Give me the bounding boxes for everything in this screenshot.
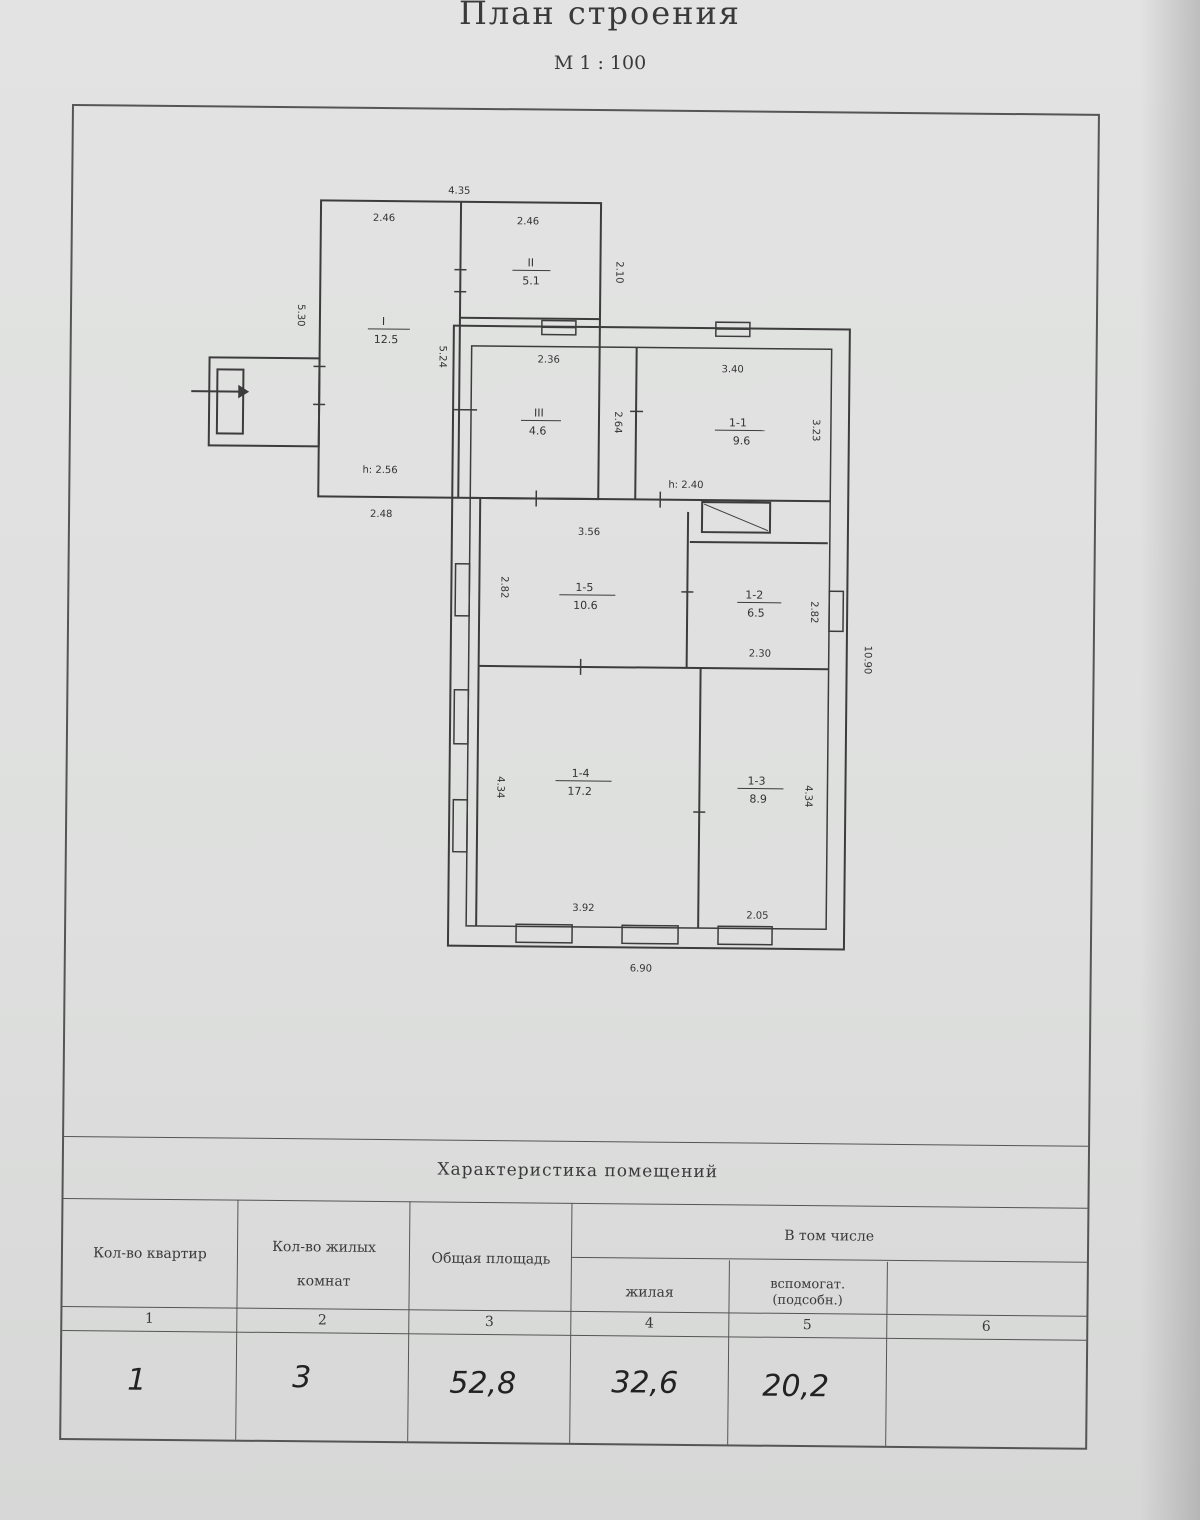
dim-room-14-left: 4.34 — [494, 776, 505, 798]
window — [454, 562, 471, 617]
dim-room-iii-right: 2.64 — [612, 411, 623, 433]
room-11-area: 9.6 — [733, 434, 751, 447]
room-14-area: 17.2 — [567, 785, 592, 798]
room-iii-id: III — [534, 406, 544, 419]
table-title: Характеристика помещений — [437, 1159, 719, 1183]
col-divider — [885, 1261, 888, 1446]
header-auxiliary: вспомогат. (подсобн.) — [770, 1276, 846, 1309]
column-number: 2 — [317, 1312, 327, 1329]
column-number: 1 — [144, 1310, 154, 1327]
header-including: В том числе — [784, 1227, 875, 1245]
room-iii-area: 4.6 — [529, 424, 547, 437]
wall-row2-bottom — [478, 664, 829, 671]
dim-room-iii-top: 2.36 — [538, 354, 560, 365]
area-bar — [555, 780, 612, 782]
porch-steps — [215, 368, 245, 435]
window — [621, 924, 679, 945]
page-title: План строения — [459, 0, 741, 32]
wall-14-13 — [697, 668, 702, 929]
value-auxiliary-area: 20,2 — [762, 1368, 830, 1405]
stove-12-top — [689, 540, 828, 545]
wall-row1-bottom — [470, 496, 831, 503]
floor-plan: 4.35 2.46 2.46 2.10 5.30 5.24 2.36 3.40 … — [191, 186, 873, 975]
room-i-area: 12.5 — [374, 333, 399, 346]
dim-room-14-bottom: 3.92 — [572, 903, 594, 914]
window — [452, 798, 469, 853]
room-i-id: I — [382, 315, 385, 328]
window — [515, 923, 573, 944]
header-total-area: Общая площадь — [431, 1250, 551, 1268]
ceiling-height-right: h: 2.40 — [668, 480, 703, 491]
ceiling-height-left: h: 2.56 — [362, 465, 397, 476]
scale-label: М 1 : 100 — [553, 52, 647, 74]
window — [828, 590, 845, 633]
wall-iii-11 — [634, 347, 638, 500]
drawing-frame: 4.35 2.46 2.46 2.10 5.30 5.24 2.36 3.40 … — [59, 104, 1100, 1450]
dim-room-ii-top: 2.46 — [517, 216, 539, 227]
room-13-area: 8.9 — [749, 793, 767, 806]
annex-inner-wall — [457, 201, 463, 498]
dim-house-length: 10.90 — [862, 646, 873, 675]
dim-room-12-right: 2.82 — [808, 601, 819, 623]
room-15-id: 1-5 — [575, 581, 593, 594]
room-12-id: 1-2 — [745, 588, 763, 601]
header-apartments: Кол-во квартир — [93, 1245, 207, 1263]
dim-room-13-bottom: 2.05 — [746, 911, 768, 922]
value-living-area: 32,6 — [611, 1365, 679, 1401]
value-apartments: 1 — [127, 1362, 147, 1398]
stove-diagonal — [703, 503, 769, 532]
stove — [700, 501, 772, 534]
column-number: 4 — [644, 1315, 654, 1332]
house-outer-wall — [446, 324, 851, 951]
wall-row2-left — [475, 497, 482, 926]
dim-room-i-right: 5.24 — [436, 346, 447, 368]
paper-edge-shadow — [1140, 0, 1200, 1520]
dim-room-13-right: 4.34 — [802, 785, 813, 807]
including-divider — [570, 1256, 1087, 1263]
window — [453, 688, 470, 745]
dim-room-12-bottom: 2.30 — [749, 649, 771, 660]
dim-house-width: 6.90 — [630, 963, 652, 974]
dim-room-11-right: 3.23 — [810, 419, 821, 441]
dim-room-i-bottom: 2.48 — [370, 509, 392, 520]
room-15-area: 10.6 — [573, 599, 598, 612]
annex-room-ii-bottom — [459, 316, 600, 321]
wall-15-12 — [685, 511, 690, 668]
entry-arrow-head — [238, 384, 250, 399]
dim-room-11-top: 3.40 — [721, 364, 743, 375]
dim-top-total: 4.35 — [448, 186, 470, 197]
room-13-id: 1-3 — [747, 775, 765, 788]
dim-room-15-left: 2.82 — [498, 576, 509, 598]
header-living: жилая — [625, 1284, 674, 1301]
table-title-divider — [63, 1197, 1088, 1209]
value-living-rooms: 3 — [292, 1360, 312, 1396]
column-number: 3 — [484, 1314, 494, 1331]
area-bar — [559, 594, 616, 596]
column-number: 5 — [802, 1317, 812, 1334]
room-ii-area: 5.1 — [522, 274, 540, 287]
window — [717, 925, 773, 946]
room-14-id: 1-4 — [572, 767, 590, 780]
dim-room-ii-right: 2.10 — [613, 261, 624, 283]
house-inner-wall — [465, 345, 833, 931]
value-total-area: 52,8 — [449, 1365, 517, 1402]
header-living-rooms: Кол-во жилых комнат — [272, 1238, 377, 1290]
porch — [207, 356, 321, 448]
room-ii-id: II — [527, 256, 534, 269]
dim-room-i-left: 5.30 — [295, 304, 306, 326]
rooms-table: Характеристика помещений Кол-во квартир … — [61, 1135, 1089, 1448]
dim-room-i-top: 2.46 — [373, 213, 395, 224]
dim-room-15-top: 3.56 — [578, 527, 600, 538]
room-12-area: 6.5 — [747, 607, 765, 620]
room-11-id: 1-1 — [729, 416, 747, 429]
column-number: 6 — [981, 1318, 991, 1335]
